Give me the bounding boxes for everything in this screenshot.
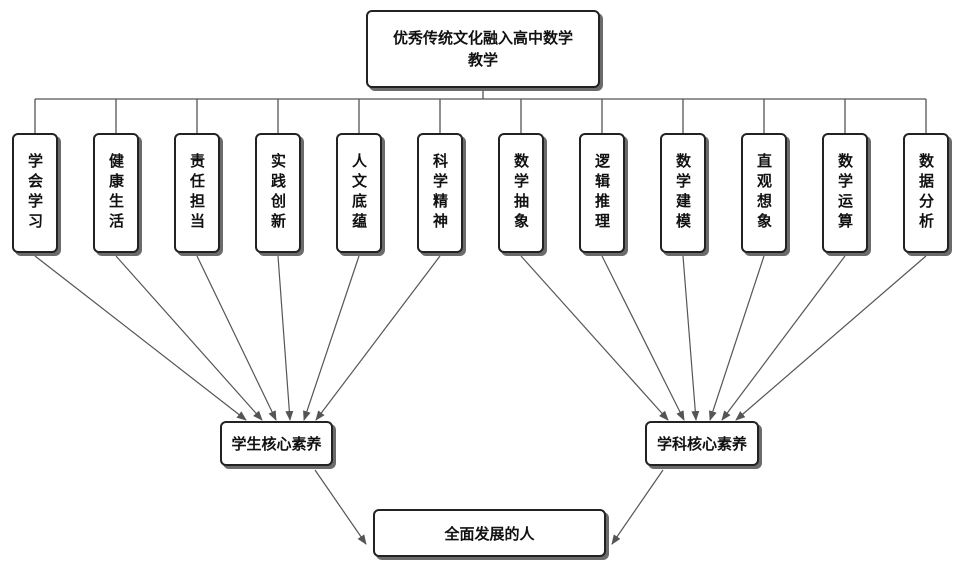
right-box-3: 数学建模: [660, 133, 706, 253]
left-box-3-label: 责任担当: [188, 153, 206, 233]
left-box-1: 学会学习: [12, 133, 58, 253]
left-box-5: 人文底蕴: [336, 133, 382, 253]
arrow-left-5: [303, 255, 360, 421]
right-box-2-label: 逻辑推理: [593, 153, 611, 233]
whole-person-box: 全面发展的人: [373, 509, 606, 557]
arrow-student-to-whole: [314, 469, 367, 545]
subject-core-literacy-box: 学科核心素养: [645, 421, 759, 466]
left-box-2: 健康生活: [93, 133, 139, 253]
right-box-5-label: 数学运算: [836, 153, 854, 233]
left-box-6-label: 科学精神: [431, 153, 449, 233]
student-core-literacy-box: 学生核心素养: [220, 421, 333, 466]
arrow-right-1: [520, 255, 669, 421]
left-box-1-label: 学会学习: [26, 153, 44, 233]
arrow-left-1: [34, 255, 247, 421]
right-box-4-label: 直观想象: [755, 153, 773, 233]
right-box-6-label: 数据分析: [917, 153, 935, 233]
right-box-2: 逻辑推理: [579, 133, 625, 253]
student-core-literacy-label: 学生核心素养: [231, 435, 322, 453]
left-box-4-label: 实践创新: [269, 153, 287, 233]
left-box-3: 责任担当: [174, 133, 220, 253]
arrow-left-6: [315, 255, 441, 421]
arrow-right-4: [709, 255, 765, 421]
left-box-6: 科学精神: [417, 133, 463, 253]
right-box-6: 数据分析: [903, 133, 949, 253]
right-box-4: 直观想象: [741, 133, 787, 253]
arrow-left-4: [277, 255, 294, 421]
arrow-subject-to-whole: [611, 469, 664, 545]
arrow-right-2: [601, 255, 685, 421]
whole-person-label: 全面发展的人: [444, 524, 535, 543]
arrow-right-3: [682, 255, 700, 421]
right-box-1: 数学抽象: [498, 133, 544, 253]
arrow-right-5: [721, 255, 846, 421]
right-box-3-label: 数学建模: [674, 153, 692, 233]
arrow-left-3: [196, 255, 277, 421]
subject-core-literacy-label: 学科核心素养: [656, 435, 747, 453]
arrow-left-2: [115, 255, 263, 421]
left-box-4: 实践创新: [255, 133, 301, 253]
arrow-right-6: [735, 255, 927, 421]
left-box-5-label: 人文底蕴: [350, 153, 368, 233]
right-box-5: 数学运算: [822, 133, 868, 253]
root-box: 优秀传统文化融入高中数学教学: [366, 10, 600, 88]
left-box-2-label: 健康生活: [107, 153, 125, 233]
right-box-1-label: 数学抽象: [512, 153, 530, 233]
root-box-label: 优秀传统文化融入高中数学教学: [392, 29, 573, 69]
